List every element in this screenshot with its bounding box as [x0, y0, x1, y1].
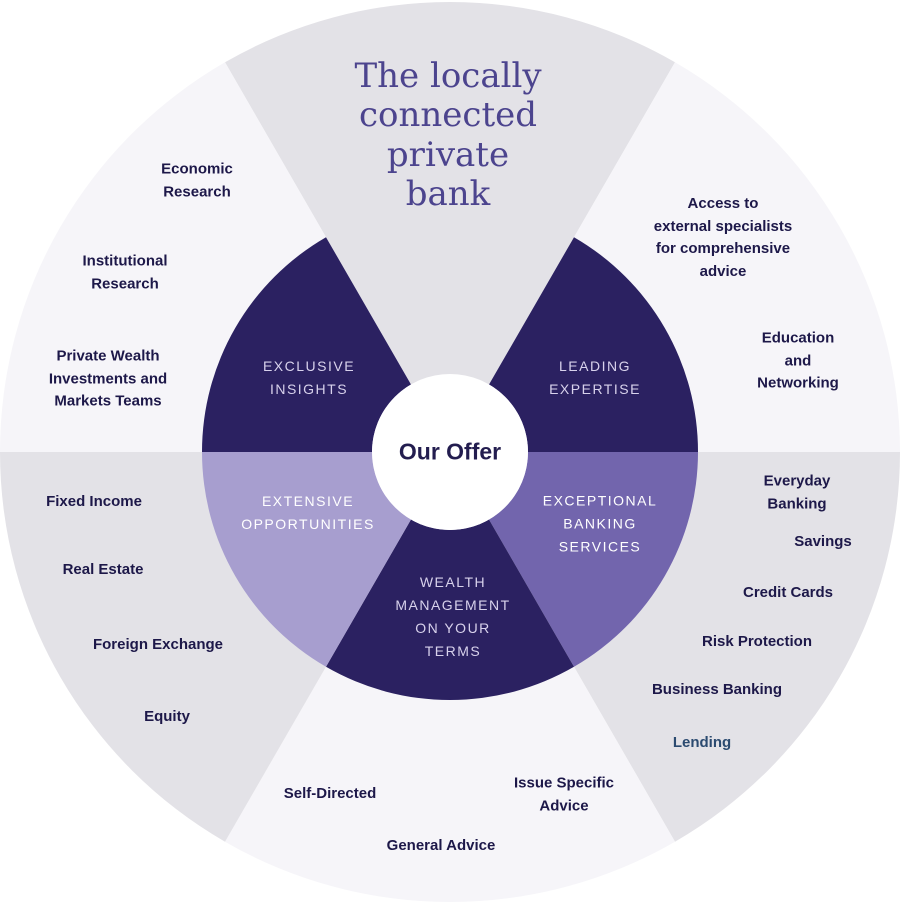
- segment-label-extensive-opportunities: EXTENSIVE OPPORTUNITIES: [241, 492, 375, 532]
- diagram-title: The locally connected private bank: [354, 56, 542, 215]
- segment-label-leading-expertise: LEADING EXPERTISE: [549, 357, 641, 397]
- label-institutional-research: Institutional Research: [82, 252, 168, 293]
- segment-label-exclusive-insights: EXCLUSIVE INSIGHTS: [262, 357, 356, 397]
- label-self-directed: Self-Directed: [283, 784, 377, 802]
- label-real-estate: Real Estate: [62, 560, 144, 578]
- label-equity: Equity: [144, 707, 190, 725]
- label-issue-specific-advice: Issue Specific Advice: [513, 774, 615, 815]
- label-education-networking: Education and Networking: [757, 329, 839, 392]
- label-private-wealth-investments: Private Wealth Investments and Markets T…: [48, 347, 168, 410]
- segment-label-wealth-management: WEALTH MANAGEMENT ON YOUR TERMS: [395, 573, 511, 660]
- label-access-external-specialists: Access to external specialists for compr…: [653, 195, 793, 280]
- label-foreign-exchange: Foreign Exchange: [92, 635, 224, 653]
- segment-exclusive-insights: [202, 237, 411, 452]
- segment-extensive-opportunities: [202, 452, 411, 667]
- label-credit-cards: Credit Cards: [742, 583, 834, 601]
- label-lending-link[interactable]: Lending: [672, 733, 732, 751]
- segment-leading-expertise: [489, 237, 698, 452]
- label-business-banking: Business Banking: [651, 680, 783, 698]
- label-general-advice: General Advice: [386, 836, 496, 854]
- label-risk-protection: Risk Protection: [701, 632, 813, 650]
- label-economic-research: Economic Research: [161, 160, 233, 201]
- segment-exceptional-banking-services: [489, 452, 699, 667]
- center-circle: [372, 374, 528, 530]
- label-fixed-income: Fixed Income: [46, 492, 142, 510]
- segment-wealth-management: [326, 519, 574, 701]
- label-savings: Savings: [794, 532, 852, 550]
- label-everyday-banking: Everyday Banking: [763, 472, 831, 513]
- sector-title: [225, 2, 675, 453]
- center-label: Our Offer: [398, 438, 502, 465]
- segment-label-exceptional-banking-services: EXCEPTIONAL BANKING SERVICES: [542, 492, 658, 555]
